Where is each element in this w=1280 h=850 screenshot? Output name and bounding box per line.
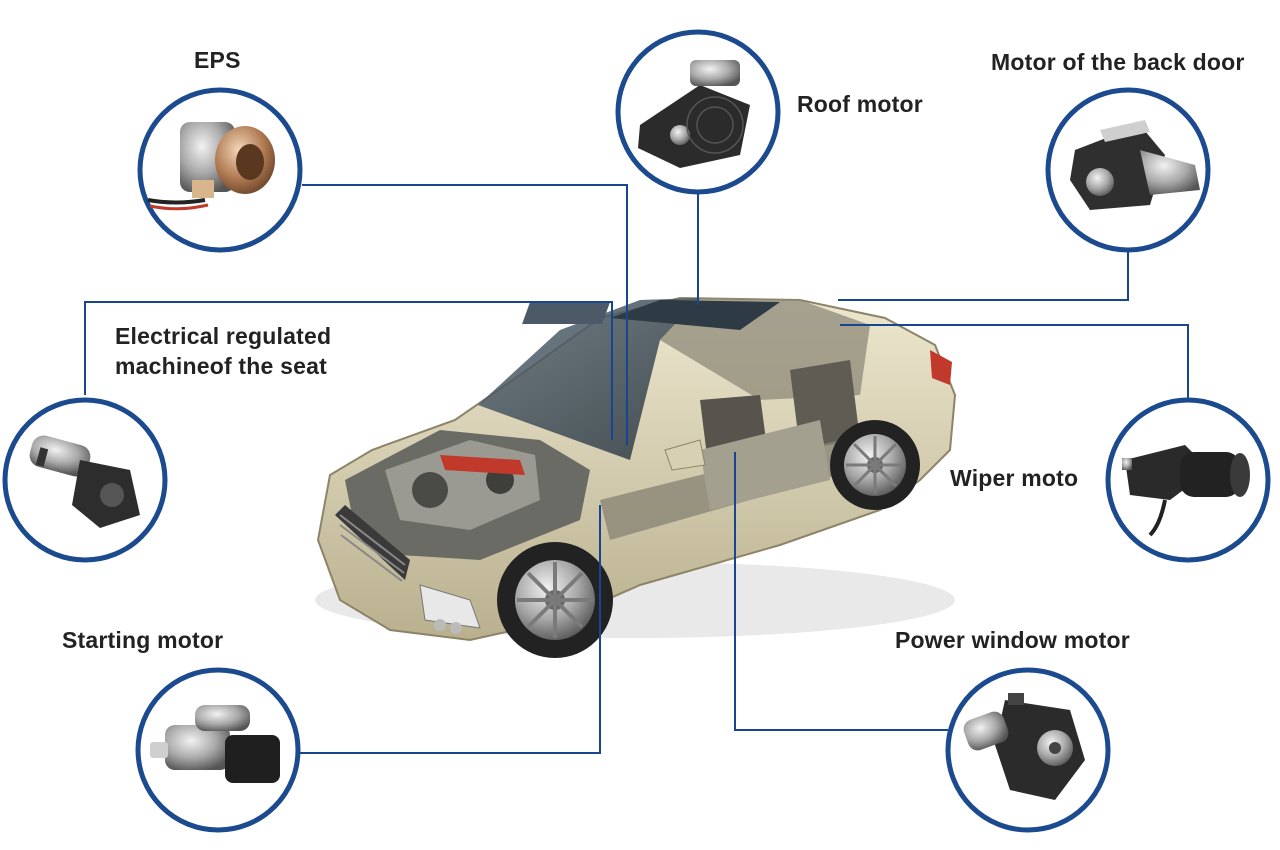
connector-back-door — [838, 250, 1129, 301]
back-door-motor-icon — [1045, 87, 1211, 253]
connector-starting — [300, 505, 601, 754]
roof-motor-icon — [615, 29, 781, 195]
eps-motor-icon — [137, 87, 303, 253]
label-seat-motor: Electrical regulated machineof the seat — [115, 323, 332, 379]
connector-wiper — [840, 324, 1189, 400]
power-window-motor-icon — [945, 667, 1111, 833]
wiper-motor-icon — [1105, 397, 1271, 563]
cutaway-car-icon — [315, 296, 957, 658]
label-roof-motor: Roof motor — [797, 91, 923, 117]
connector-eps — [302, 184, 628, 445]
label-wiper-motor: Wiper moto — [950, 465, 1079, 491]
connector-window — [734, 452, 948, 731]
label-starting-motor: Starting motor — [62, 627, 224, 653]
label-eps: EPS — [194, 47, 241, 73]
starting-motor-icon — [135, 667, 301, 833]
connector-lines — [84, 184, 1189, 754]
label-power-window-motor: Power window motor — [895, 627, 1130, 653]
label-back-door-motor: Motor of the back door — [991, 49, 1245, 75]
connector-seat — [84, 301, 613, 440]
seat-motor-icon — [2, 397, 168, 563]
